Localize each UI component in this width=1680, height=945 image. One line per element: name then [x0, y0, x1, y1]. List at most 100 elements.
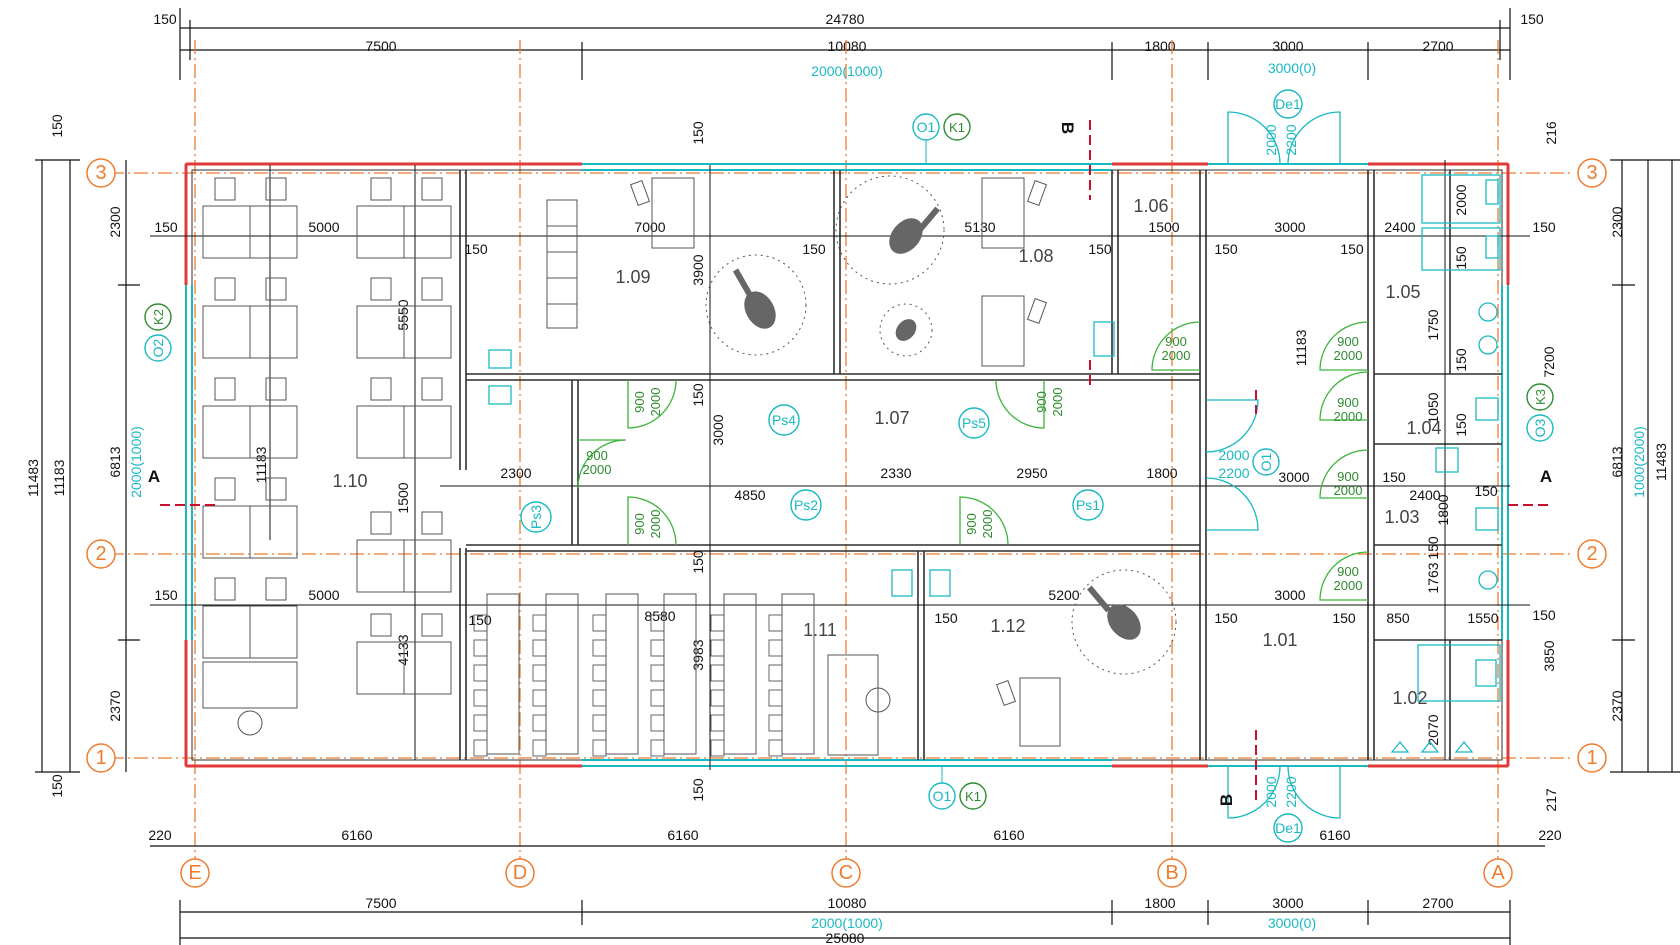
dim-right-total: 11483: [1653, 443, 1669, 481]
dim-top-side-right: 150: [1520, 11, 1544, 27]
bottom-dimension-lines: [150, 845, 1545, 945]
interior-walls: [459, 170, 1502, 760]
dim-top-span-5: 2700: [1422, 38, 1453, 54]
door-size-14: 2000: [1334, 348, 1363, 363]
dim-bottom-span-3: 1800: [1144, 895, 1175, 911]
door-size-4: 2000: [1050, 388, 1065, 417]
room-number-1-04: 1.04: [1406, 418, 1441, 438]
dim-v-17: 2000: [1453, 184, 1469, 215]
dim-top-span-3: 1800: [1144, 38, 1175, 54]
dim-r3-10: 850: [1386, 610, 1410, 626]
room-number-1-01: 1.01: [1262, 630, 1297, 650]
window-tag-top-label: O1: [917, 119, 936, 135]
door-size-6: 2000: [583, 462, 612, 477]
room-number-1-02: 1.02: [1392, 688, 1427, 708]
door-size-18: 2000: [1334, 483, 1363, 498]
door-size-11: 900: [1165, 334, 1187, 349]
dim-left-total: 11483: [25, 459, 41, 497]
door-size-22: 2200: [1283, 124, 1299, 155]
dim-r3-5: 150: [934, 610, 958, 626]
axis-label-3-right: 3: [1586, 162, 1597, 184]
dim-right-opening: 1000(2000): [1631, 426, 1647, 498]
dim-bottom-total: 25080: [826, 930, 865, 945]
dim-bottom-span-5: 2700: [1422, 895, 1453, 911]
axis-label-1-left: 1: [95, 747, 106, 769]
outer-walls: [184, 162, 1510, 768]
axis-label-c: C: [839, 862, 853, 884]
dim-r2-4: 2950: [1016, 465, 1047, 481]
dim-bottom-opening-2: 3000(0): [1268, 915, 1316, 931]
furniture-room-1-11: [473, 593, 891, 757]
ext-door-tag-top: De1: [1275, 96, 1301, 112]
dim-v-22: 150: [690, 778, 706, 802]
dim-top-total: 24780: [826, 11, 865, 27]
axis-label-3-left: 3: [95, 162, 106, 184]
dim-r1-4: 7000: [634, 219, 665, 235]
k-tag-top-label: K1: [949, 120, 965, 135]
door-swings: [577, 321, 1369, 601]
dim-bottom-span-4: 3000: [1272, 895, 1303, 911]
window-tag-right-label: O3: [1532, 418, 1548, 437]
dim-r2-6: 3000: [1278, 469, 1309, 485]
dim-left-row-1: 2300: [107, 206, 123, 237]
partition-tag-ps2: Ps2: [794, 497, 818, 513]
dim-r1-13: 150: [1532, 219, 1556, 235]
door-size-25: 2000: [1218, 447, 1249, 463]
window-tag-top: O1 K1: [912, 113, 971, 164]
dim-r1-6: 5130: [964, 219, 995, 235]
dim-top-side-left: 150: [153, 11, 177, 27]
dim-top-opening-1: 2000(1000): [811, 63, 883, 79]
dim-left-side-top: 150: [49, 114, 65, 138]
furniture-room-1-10: [202, 177, 452, 736]
dim-left-side-bottom: 150: [49, 774, 65, 798]
door-size-10: 2000: [980, 510, 995, 539]
door-size-20: 2000: [1334, 578, 1363, 593]
dim-v-6: 3983: [690, 639, 706, 670]
dim-v-12: 150: [1453, 413, 1469, 437]
dim-bottom-axis-2: 6160: [667, 827, 698, 843]
dim-right-row-4: 3850: [1541, 640, 1557, 671]
door-size-24: 2200: [1283, 776, 1299, 807]
dim-v-15: 150: [1425, 536, 1441, 560]
window-tag-left-label: O2: [150, 338, 166, 357]
dim-v-9: 1750: [1425, 309, 1441, 340]
dim-bottom-axis-1: 6160: [341, 827, 372, 843]
door-size-16: 2000: [1334, 409, 1363, 424]
dim-r2-1: 2300: [500, 465, 531, 481]
dim-bottom-axis-3: 6160: [993, 827, 1024, 843]
dim-v-21: 150: [690, 550, 706, 574]
door-size-15: 900: [1337, 395, 1359, 410]
dim-top-span-4: 3000: [1272, 38, 1303, 54]
room-number-1-09: 1.09: [615, 267, 650, 287]
dim-bottom-span-1: 7500: [365, 895, 396, 911]
dim-bottom-span-2: 10080: [828, 895, 867, 911]
section-label-a-left: A: [148, 467, 160, 486]
dim-right-row-3: 6813: [1609, 446, 1625, 477]
dim-right-row-2: 7200: [1541, 346, 1557, 377]
dim-r3-9: 150: [1332, 610, 1356, 626]
dim-v-19: 150: [690, 121, 706, 145]
partition-tags: Ps1 Ps2 Ps3 Ps4 Ps5: [520, 404, 1104, 533]
room-number-1-05: 1.05: [1385, 282, 1420, 302]
door-size-12: 2000: [1162, 348, 1191, 363]
dim-r1-1: 150: [154, 219, 178, 235]
dim-v-11: 1050: [1425, 392, 1441, 423]
axis-label-a: A: [1491, 862, 1505, 884]
window-tag-bottom-label: O1: [933, 788, 952, 804]
dim-right-row-5: 2370: [1609, 690, 1625, 721]
k-tag-right-label: K3: [1533, 389, 1548, 405]
dim-top-span-2: 10080: [828, 38, 867, 54]
door-size-labels: 900 2000 900 2000 900 2000 900 2000 900 …: [583, 124, 1363, 807]
room-number-1-10: 1.10: [332, 471, 367, 491]
dim-top-opening-2: 3000(0): [1268, 60, 1316, 76]
door-size-13: 900: [1337, 334, 1359, 349]
axis-bubbles: [86, 158, 1607, 888]
furniture-rooms-1-09-1-08: [546, 175, 1048, 367]
exterior-door-tags: De1 De1 O1: [1252, 89, 1303, 843]
dim-v-14: 1763: [1425, 562, 1441, 593]
door-size-5: 900: [586, 448, 608, 463]
dim-r3-12: 150: [1532, 607, 1556, 623]
dim-r1-12: 2400: [1384, 219, 1415, 235]
top-dimension-lines: [179, 8, 1511, 80]
dim-right-side-top: 216: [1543, 121, 1559, 145]
